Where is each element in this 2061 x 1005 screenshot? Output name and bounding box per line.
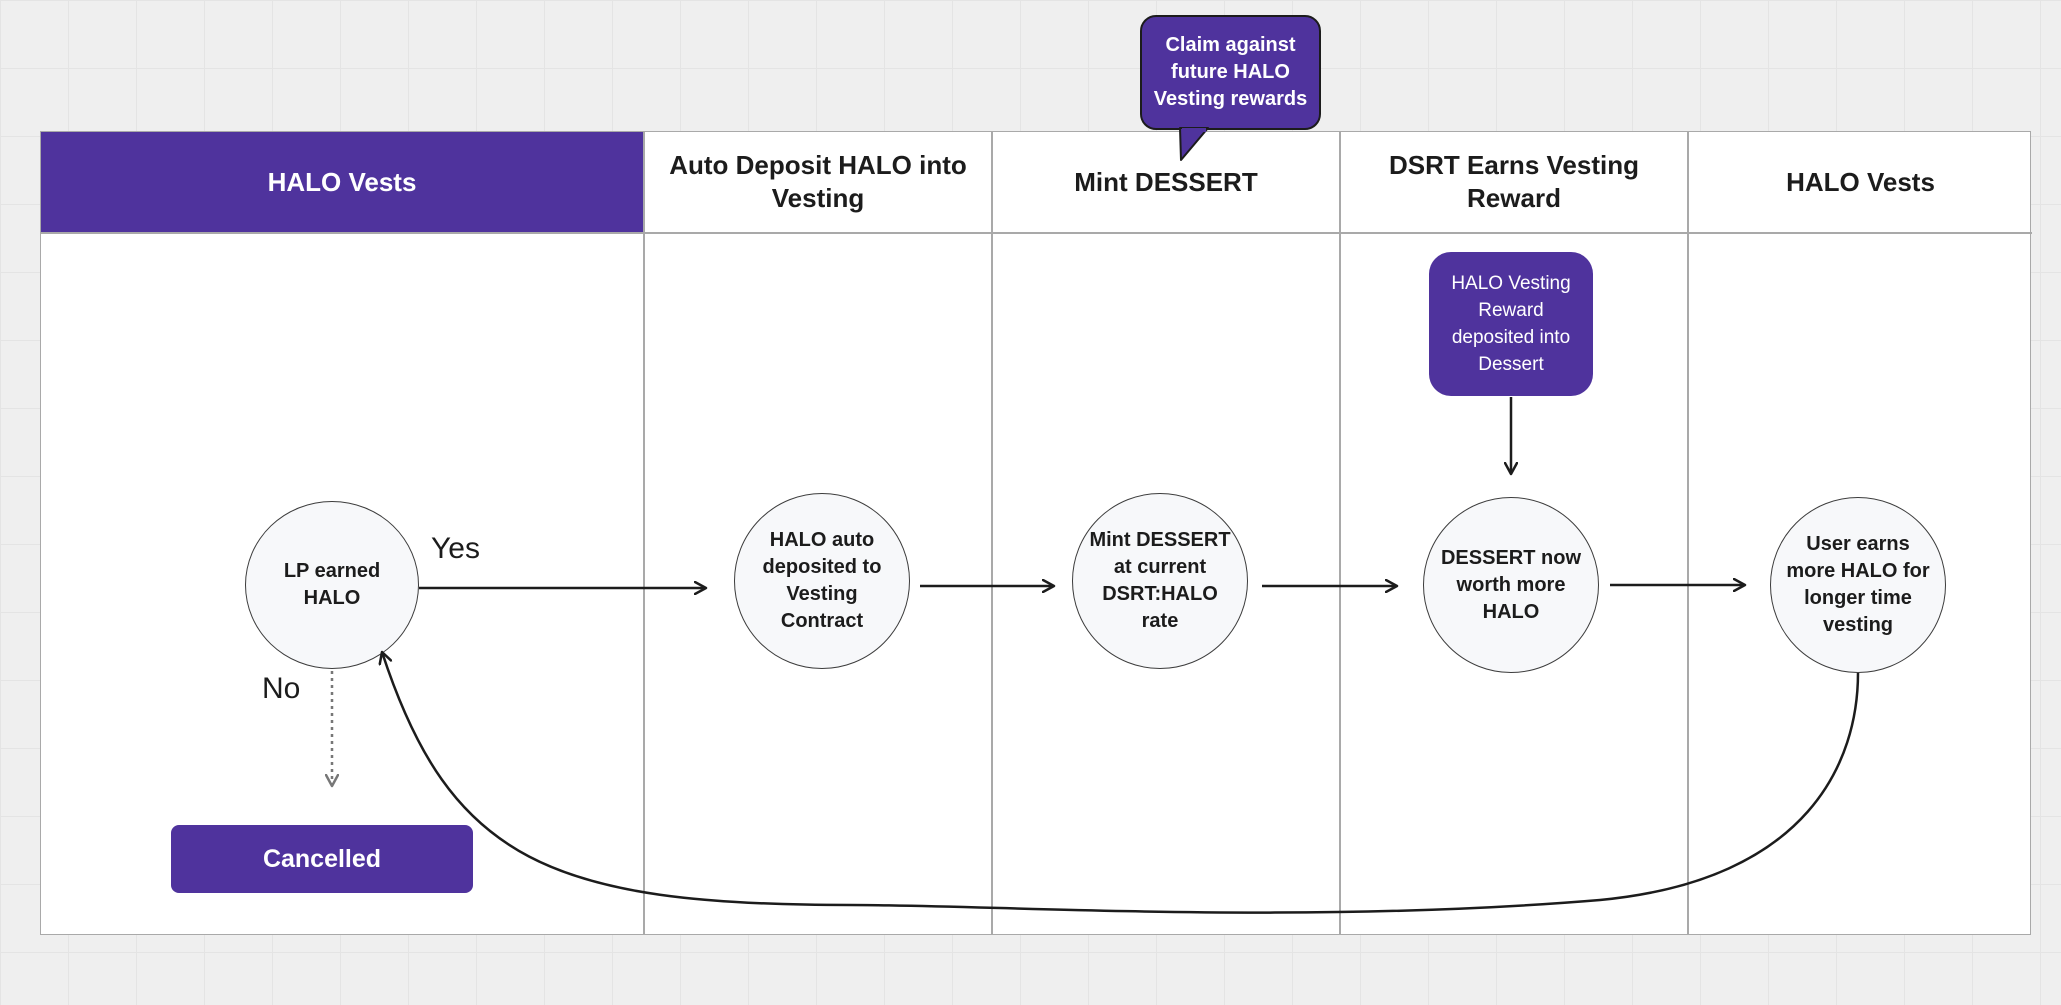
callout-tail [1179,127,1209,161]
node-user-earns-more-label: User earns more HALO for longer time ves… [1786,533,1930,636]
lane-header-dsrt-earns: DSRT Earns Vesting Reward [1341,132,1687,234]
node-halo-auto-deposited[interactable]: HALO auto deposited to Vesting Contract [734,493,910,669]
callout-text: Claim against future HALO Vesting reward… [1153,34,1308,110]
no-label: No [262,672,301,705]
lane-header-auto-deposit: Auto Deposit HALO into Vesting [645,132,991,234]
lane-header-mint-dessert: Mint DESSERT [993,132,1339,234]
lane-header-halo-vests-right: HALO Vests [1689,132,2032,234]
lane-header-halo-vests: HALO Vests [41,132,643,234]
yes-label: Yes [431,532,480,565]
cancelled-label: Cancelled [262,844,382,873]
node-dessert-worth-more[interactable]: DESSERT now worth more HALO [1423,497,1599,673]
node-lp-earned-halo[interactable]: LP earned HALO [245,501,419,669]
lane-halo-vests-right: HALO Vests [1687,132,2032,934]
cancelled-box[interactable]: Cancelled [171,825,473,893]
lane-halo-vests-left: HALO Vests [41,132,643,934]
node-mint-dessert[interactable]: Mint DESSERT at current DSRT:HALO rate [1072,493,1248,669]
lane-dsrt-earns: DSRT Earns Vesting Reward [1339,132,1687,934]
node-halo-auto-deposited-label: HALO auto deposited to Vesting Contract [762,529,882,632]
node-dessert-worth-more-label: DESSERT now worth more HALO [1440,546,1581,623]
reward-deposited-box[interactable]: HALO Vesting Reward deposited into Desse… [1429,252,1593,396]
node-lp-earned-halo-label: LP earned HALO [283,560,381,609]
lane-auto-deposit: Auto Deposit HALO into Vesting [643,132,991,934]
lane-mint-dessert: Mint DESSERT [991,132,1339,934]
node-mint-dessert-label: Mint DESSERT at current DSRT:HALO rate [1089,529,1231,632]
callout-bubble[interactable]: Claim against future HALO Vesting reward… [1140,15,1321,130]
node-user-earns-more[interactable]: User earns more HALO for longer time ves… [1770,497,1946,673]
reward-deposited-text: HALO Vesting Reward deposited into Desse… [1451,273,1571,375]
